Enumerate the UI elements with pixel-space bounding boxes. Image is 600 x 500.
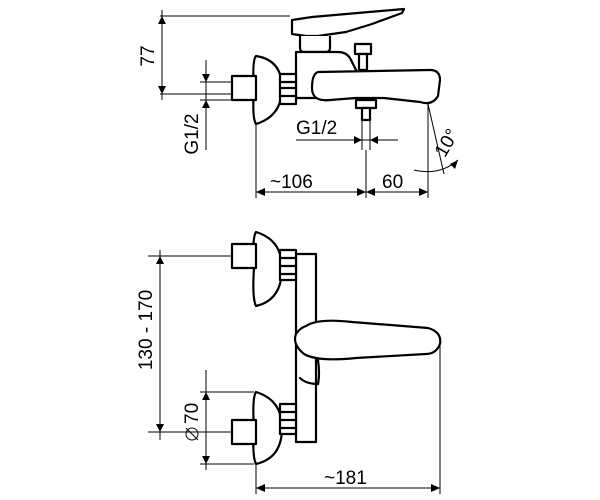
- front-pipe-upper: [230, 242, 258, 270]
- dim-depth-wall: ~106: [270, 172, 313, 193]
- side-outlet-stem: [360, 106, 372, 122]
- dim-thread-inlet: G1/2: [182, 113, 203, 154]
- dim-height-top: 77: [138, 45, 159, 66]
- side-outlet-nut: [354, 98, 378, 110]
- front-rosette-lower: [252, 390, 284, 466]
- side-view: [230, 7, 442, 126]
- dim-depth-spout: 60: [382, 172, 403, 193]
- diameter-label: 70: [182, 403, 203, 441]
- side-wall-pipe: [230, 74, 258, 102]
- dim-rosette-diameter: 70: [182, 403, 203, 424]
- side-rosette: [252, 54, 284, 126]
- side-spout: [310, 68, 442, 105]
- front-pipe-lower: [230, 418, 258, 446]
- dim-center-distance: 130 - 170: [136, 290, 157, 370]
- dim-thread-outlet: G1/2: [296, 118, 337, 139]
- front-spout: [293, 319, 442, 361]
- side-dimensions: [158, 10, 459, 198]
- front-dimensions: [148, 250, 441, 494]
- side-body-upper: [298, 36, 332, 54]
- front-view: [230, 230, 442, 466]
- diameter-symbol: [185, 427, 199, 441]
- dim-spout-angle: 10°: [431, 126, 464, 161]
- dim-width-total: ~181: [324, 468, 367, 489]
- side-lever: [290, 7, 406, 38]
- side-diverter-stem: [357, 52, 369, 72]
- side-diverter-knob: [353, 42, 373, 56]
- front-rosette-upper: [252, 230, 284, 308]
